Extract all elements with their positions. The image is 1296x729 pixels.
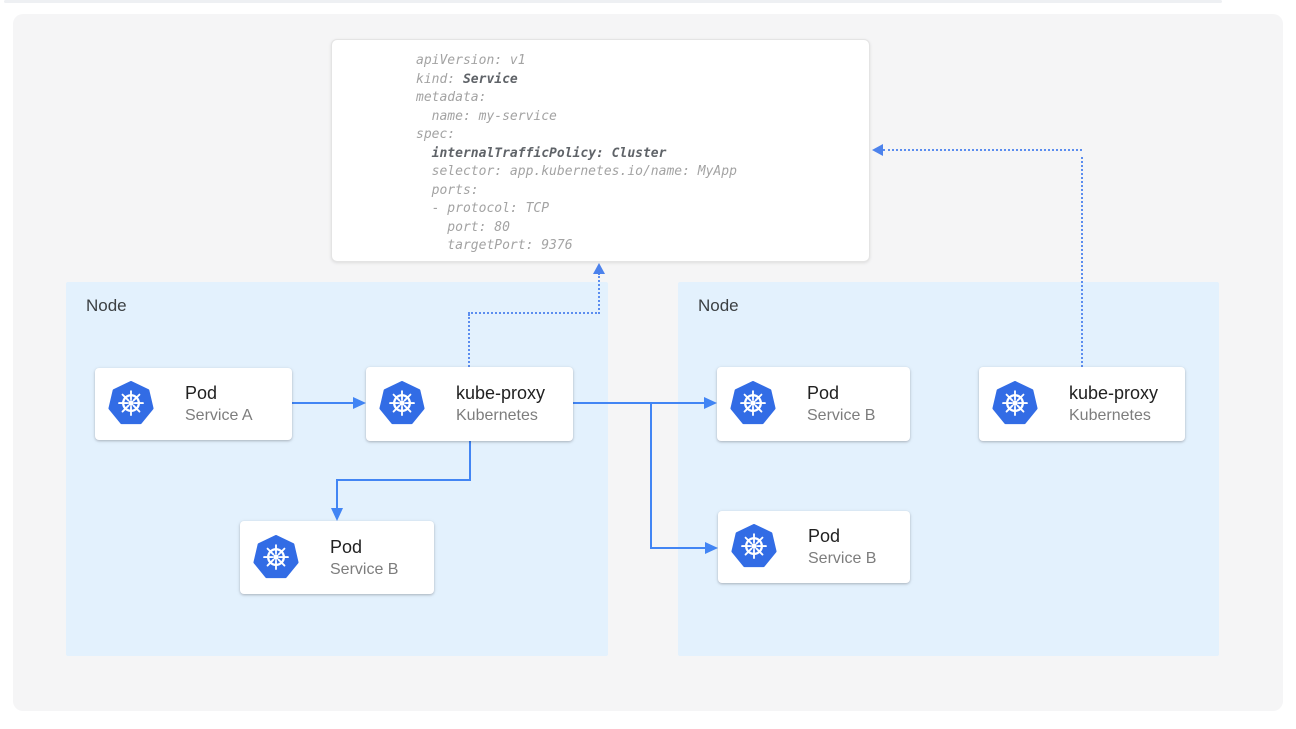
arrow-pod-a-to-kube-proxy (292, 402, 354, 404)
card-pod-service-b-left: Pod Service B (240, 521, 434, 594)
top-divider-rule (4, 0, 1222, 3)
node-box-left: Node (66, 282, 608, 656)
kubernetes-logo-icon (379, 381, 425, 425)
dotted-left-to-yaml (598, 273, 600, 314)
yaml-line: ports: (416, 182, 479, 198)
arrow-down-to-pod-b-left (336, 479, 338, 510)
card-title: kube-proxy (456, 383, 546, 403)
arrow-elbow-left (336, 479, 471, 481)
yaml-line: kind: Service (416, 71, 518, 87)
kubernetes-logo-icon (731, 524, 777, 568)
card-pod-service-a: Pod Service A (95, 368, 292, 440)
dotted-kube-proxy-left-up (468, 314, 470, 367)
arrow-kube-proxy-down (469, 441, 471, 481)
card-pod-service-b-right-top: Pod Service B (717, 367, 910, 441)
yaml-line: port: 80 (416, 219, 510, 235)
arrowhead-pod-a-to-kube-proxy (353, 397, 366, 409)
arrow-kube-proxy-to-pod-b-right-top (573, 402, 705, 404)
yaml-line: targetPort: 9376 (416, 238, 573, 253)
card-pod-service-b-right-bottom: Pod Service B (718, 511, 910, 583)
kubernetes-logo-icon (108, 381, 154, 425)
arrow-branch-to-pod-b-right-bottom (650, 547, 706, 549)
card-subtitle: Kubernetes (1069, 407, 1151, 424)
yaml-line: metadata: (416, 90, 487, 105)
node-label: Node (698, 296, 739, 315)
node-label: Node (86, 296, 127, 315)
dotted-right-horizontal (883, 149, 1082, 151)
card-title: Pod (185, 383, 218, 403)
service-yaml-card: apiVersion: v1 kind: Service metadata: n… (331, 39, 870, 262)
card-subtitle: Service B (808, 550, 877, 567)
yaml-line: - protocol: TCP (416, 201, 550, 216)
yaml-line: name: my-service (416, 108, 557, 124)
dotted-left-horizontal (468, 312, 600, 314)
card-title: Pod (808, 526, 841, 546)
card-title: Pod (330, 536, 363, 557)
node-box-right: Node (678, 282, 1219, 656)
yaml-line: apiVersion: v1 (416, 53, 526, 68)
card-subtitle: Service B (330, 560, 399, 578)
arrowhead-pod-b-left (331, 508, 343, 521)
yaml-line: spec: (416, 127, 456, 142)
kubernetes-logo-icon (992, 381, 1038, 425)
card-title: Pod (807, 383, 840, 403)
dotted-arrowhead-into-yaml-right (872, 144, 883, 156)
yaml-line: internalTrafficPolicy: Cluster (431, 145, 667, 161)
arrowhead-pod-b-right-bottom (705, 542, 718, 554)
arrow-branch-vertical (650, 402, 652, 549)
yaml-line: selector: app.kubernetes.io/name: MyApp (416, 164, 737, 179)
dotted-kube-proxy-right-up (1081, 157, 1083, 367)
arrowhead-pod-b-right-top (704, 397, 717, 409)
kubernetes-logo-icon (253, 534, 299, 578)
card-subtitle: Service A (185, 407, 253, 424)
dotted-arrowhead-into-yaml-bottom (593, 263, 605, 274)
card-subtitle: Kubernetes (456, 407, 538, 424)
card-subtitle: Service B (807, 407, 876, 424)
kubernetes-logo-icon (730, 381, 776, 425)
card-kube-proxy-right: kube-proxy Kubernetes (979, 367, 1185, 441)
card-title: kube-proxy (1069, 383, 1159, 403)
card-kube-proxy-left: kube-proxy Kubernetes (366, 367, 573, 441)
